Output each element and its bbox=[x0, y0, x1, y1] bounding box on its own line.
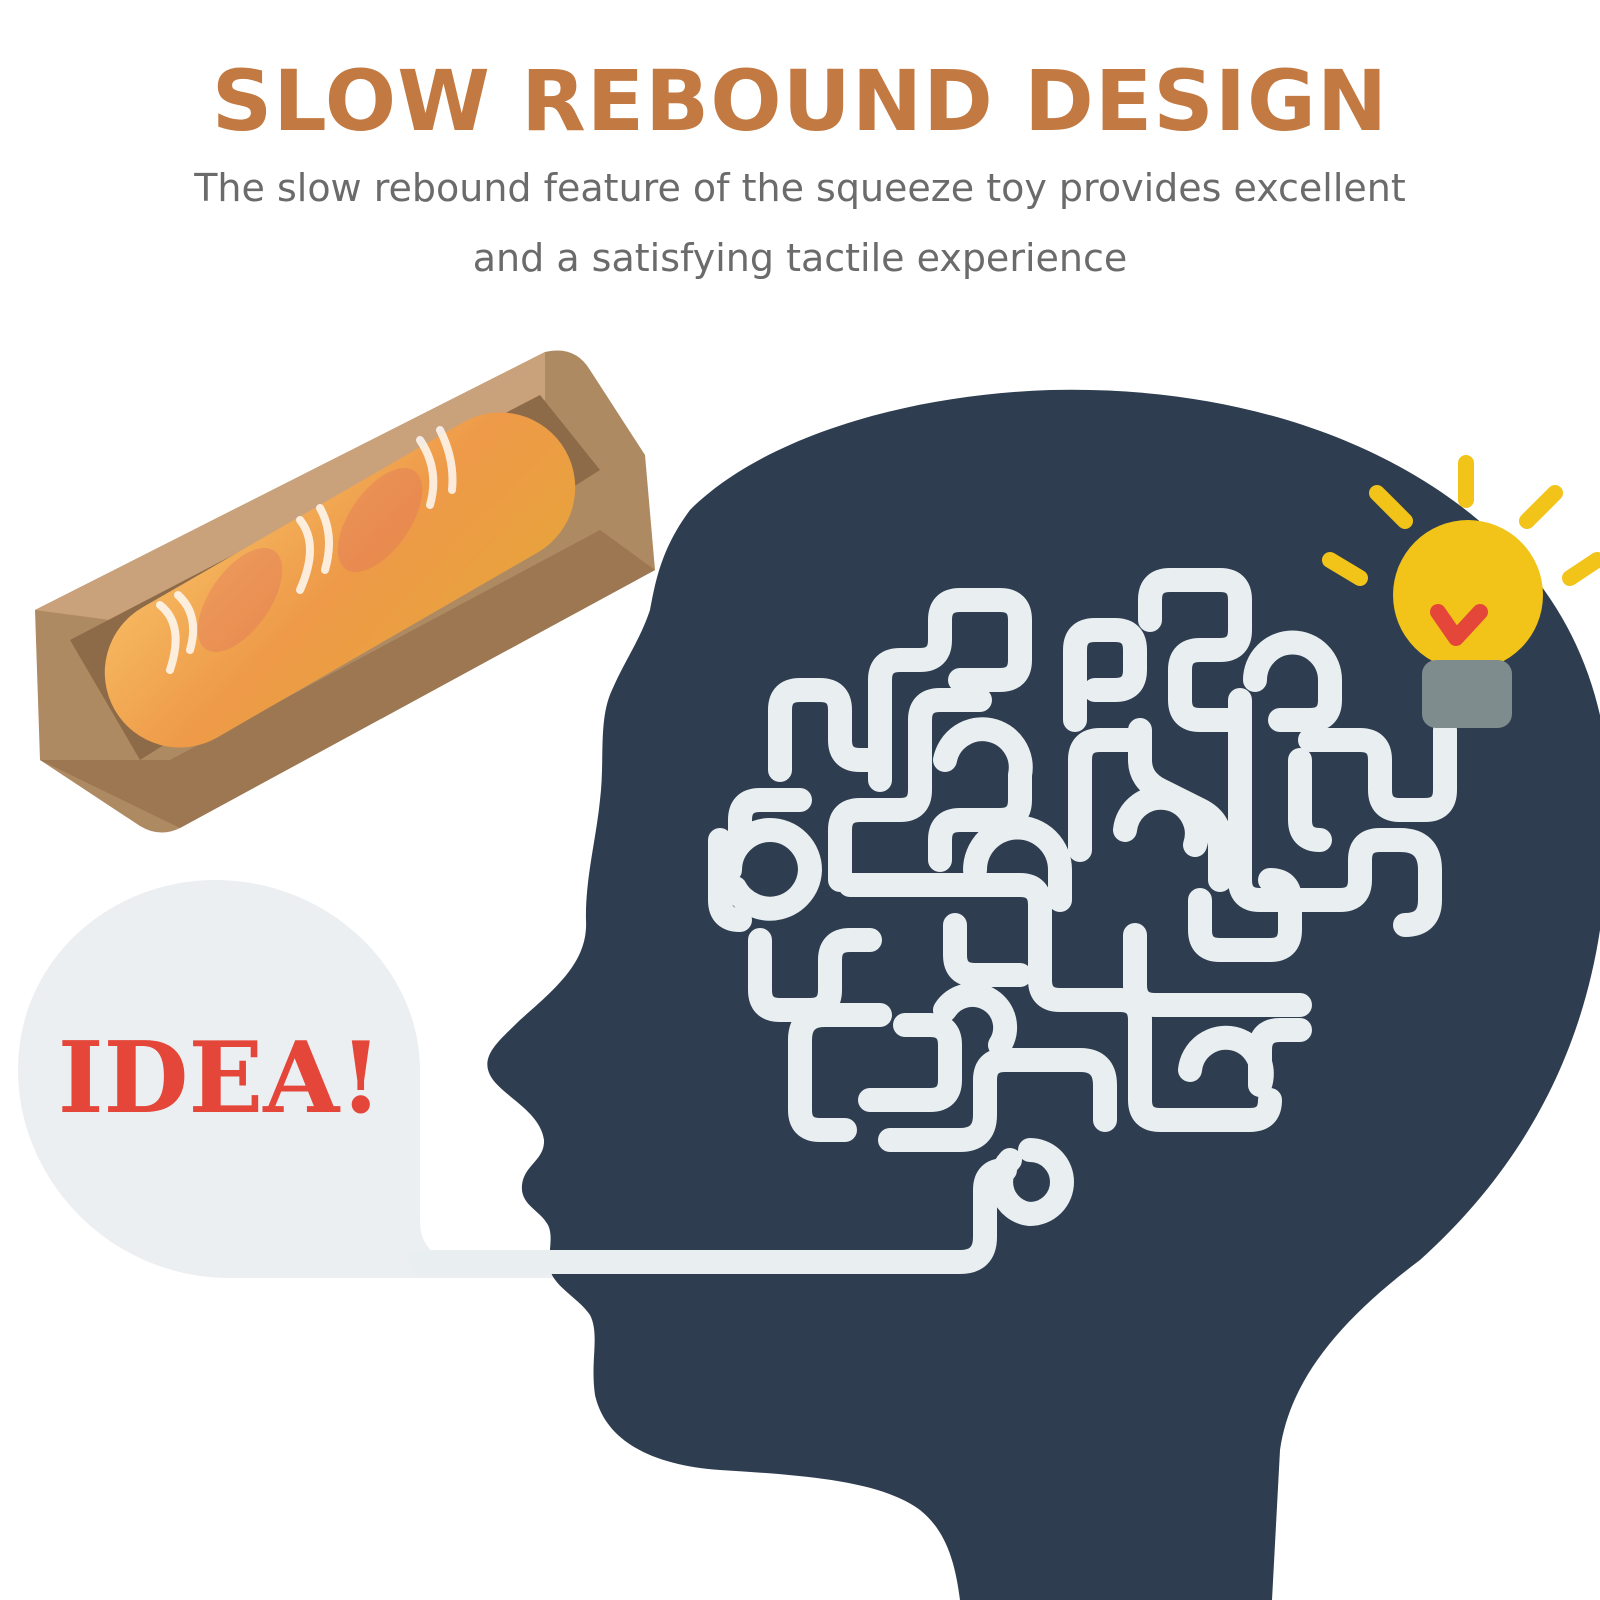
bread-toy-image bbox=[35, 350, 655, 833]
idea-label: IDEA! bbox=[58, 1021, 383, 1136]
speech-bubble-icon bbox=[18, 880, 560, 1278]
light-bulb-icon bbox=[1322, 455, 1600, 728]
subtitle-line-1: The slow rebound feature of the squeeze … bbox=[194, 166, 1406, 210]
brain-maze-icon bbox=[408, 568, 1457, 1274]
subtitle-line-2: and a satisfying tactile experience bbox=[472, 236, 1128, 280]
page-title: SLOW REBOUND DESIGN bbox=[211, 52, 1389, 150]
